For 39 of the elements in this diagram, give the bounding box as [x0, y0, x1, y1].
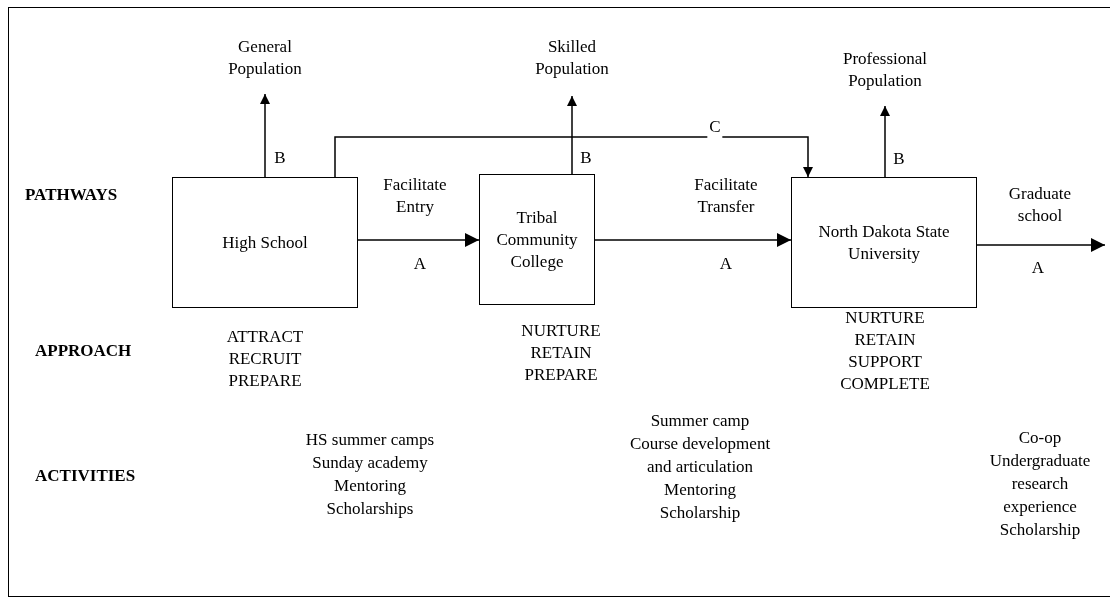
text-label: and articulation: [646, 456, 754, 478]
row-heading: ACTIVITIES: [35, 465, 136, 487]
box-label: North Dakota State University: [817, 220, 951, 265]
text-label: Undergraduate: [989, 450, 1091, 472]
text-label: ATTRACT RECRUIT PREPARE: [225, 326, 305, 392]
text-label: Mentoring: [334, 475, 406, 497]
arrow: [567, 95, 577, 175]
box-label: Tribal Community College: [495, 206, 579, 273]
text-label: NURTURE RETAIN SUPPORT COMPLETE: [839, 307, 931, 395]
text-label: Facilitate Transfer: [693, 174, 759, 218]
arrow: [357, 233, 480, 247]
row-heading: APPROACH: [35, 340, 132, 362]
text-label: Scholarship: [999, 519, 1081, 541]
process-box: [479, 174, 595, 305]
text-label: Sunday academy: [312, 452, 428, 474]
outcome-label: General Population: [205, 36, 325, 80]
arrow: [976, 238, 1106, 252]
process-box: [172, 177, 358, 308]
text-label: Mentoring: [664, 479, 736, 501]
text-label: Facilitate Entry: [382, 174, 448, 218]
text-label: NURTURE RETAIN PREPARE: [520, 320, 602, 386]
outcome-label: Professional Population: [825, 48, 945, 92]
box-label: High School: [222, 231, 308, 254]
text-label: Scholarships: [326, 498, 414, 520]
text-label: Course development: [629, 433, 771, 455]
arrow: [260, 93, 270, 178]
outcome-label: Skilled Population: [512, 36, 632, 80]
arrow: [880, 105, 890, 178]
text-label: Graduate school: [1007, 183, 1073, 227]
row-heading: PATHWAYS: [25, 184, 118, 206]
text-label: Co-op: [1018, 427, 1062, 449]
text-label: HS summer camps: [305, 429, 435, 451]
text-label: research: [1011, 473, 1069, 495]
text-label: experience: [1003, 496, 1077, 518]
text-label: Scholarship: [659, 502, 741, 524]
process-box: [791, 177, 977, 308]
text-label: Summer camp: [650, 410, 750, 432]
arrow: [594, 233, 792, 247]
arrow: [334, 136, 813, 178]
